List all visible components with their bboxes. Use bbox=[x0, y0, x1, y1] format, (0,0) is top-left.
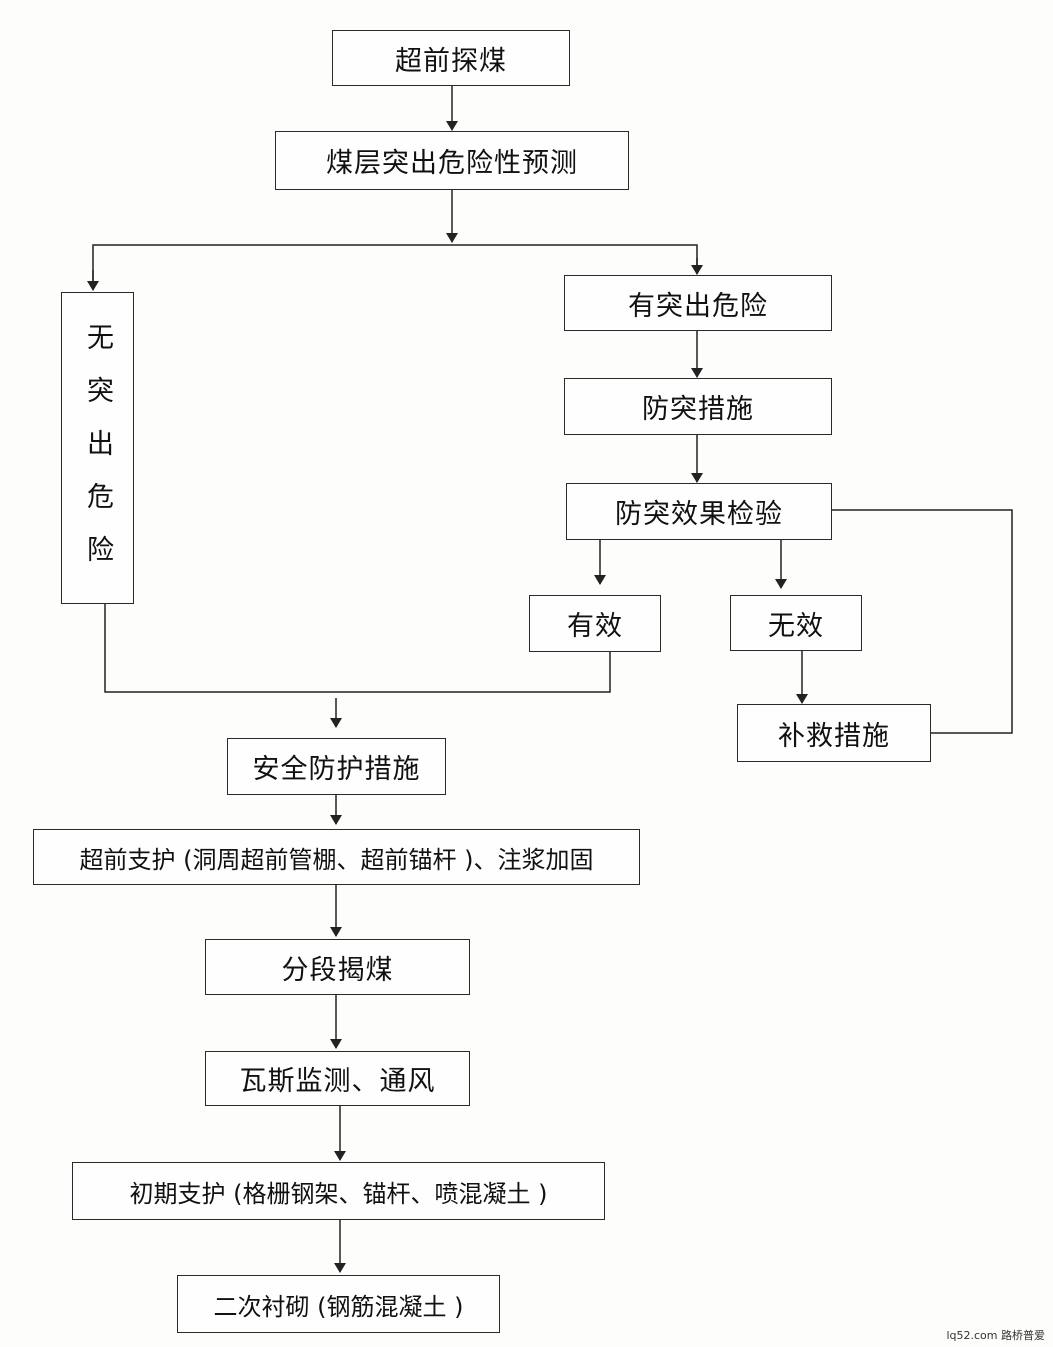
node-prevention-measures: 防突措施 bbox=[564, 378, 832, 435]
node-remedial-measures: 补救措施 bbox=[737, 704, 931, 762]
node-gas-monitoring: 瓦斯监测、通风 bbox=[205, 1051, 470, 1106]
node-initial-support: 初期支护 (格栅钢架、锚杆、喷混凝土 ) bbox=[72, 1162, 605, 1220]
node-no-outburst: 无突出危险 bbox=[61, 292, 134, 604]
node-effective: 有效 bbox=[529, 595, 661, 652]
node-effect-test: 防突效果检验 bbox=[566, 483, 832, 540]
node-advance-probe: 超前探煤 bbox=[332, 30, 570, 86]
node-outburst-prediction: 煤层突出危险性预测 bbox=[275, 131, 629, 190]
loop-remedial-to-test bbox=[832, 509, 1013, 734]
node-advance-support: 超前支护 (洞周超前管棚、超前锚杆 )、注浆加固 bbox=[33, 829, 640, 885]
node-safety-protection: 安全防护措施 bbox=[227, 738, 446, 795]
watermark: lq52.com 路桥普爱 bbox=[946, 1329, 1045, 1342]
node-sectional-exposure: 分段揭煤 bbox=[205, 939, 470, 995]
node-secondary-lining: 二次衬砌 (钢筋混凝土 ) bbox=[177, 1275, 500, 1333]
node-has-outburst: 有突出危险 bbox=[564, 275, 832, 331]
node-ineffective: 无效 bbox=[730, 595, 862, 651]
merge-line bbox=[104, 604, 611, 693]
